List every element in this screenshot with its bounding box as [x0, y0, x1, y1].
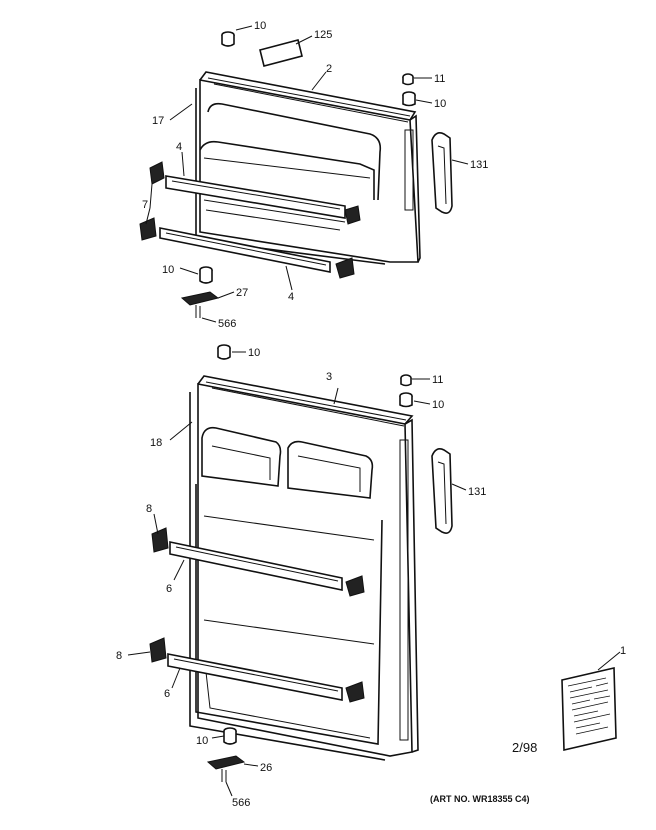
part-6-shelf-bar-lower [167, 653, 343, 701]
callout-1: 1 [620, 645, 626, 657]
callout-10: 10 [248, 347, 260, 359]
callout-17: 17 [152, 115, 164, 127]
part-1-literature-card [561, 667, 617, 751]
callout-4: 4 [288, 291, 294, 303]
art-number: (ART NO. WR18355 C4) [430, 794, 530, 804]
part-10-bushing-right-lower [399, 392, 413, 408]
part-10-pivot-bushing [221, 31, 235, 47]
leader-lines [127, 25, 621, 797]
callout-18: 18 [150, 437, 162, 449]
callout-27: 27 [236, 287, 248, 299]
callout-2: 2 [326, 63, 332, 75]
callout-125: 125 [314, 29, 332, 41]
callout-131: 131 [470, 159, 488, 171]
part-4-shelf-bar-upper [165, 175, 346, 219]
part-6-shelf-bar-upper [169, 541, 343, 591]
callout-11: 11 [434, 73, 445, 85]
callout-4: 4 [176, 141, 182, 153]
callout-3: 3 [326, 371, 332, 383]
part-26-hinge [206, 755, 246, 770]
part-8-retainer-lower [149, 637, 167, 663]
part-11-cap-lower [400, 374, 412, 387]
part-10-bushing-right [402, 91, 416, 107]
callout-10: 10 [196, 735, 208, 747]
part-27-hinge [180, 291, 220, 306]
date-code: 2/98 [512, 740, 537, 755]
callout-7: 7 [142, 199, 148, 211]
part-10-bottom-bushing [199, 266, 213, 284]
callout-6: 6 [166, 583, 172, 595]
part-8-retainer-upper [151, 527, 169, 553]
part-125-nameplate [259, 39, 303, 67]
callout-131: 131 [468, 486, 486, 498]
callout-10: 10 [432, 399, 444, 411]
callout-10: 10 [434, 98, 446, 110]
fresh-food-door-assembly [149, 344, 453, 782]
part-131-handle [431, 132, 453, 214]
callout-8: 8 [116, 650, 122, 662]
freezer-door-assembly [139, 31, 453, 318]
callout-6: 6 [164, 688, 170, 700]
callout-566: 566 [232, 797, 250, 809]
part-10-pivot-bushing-lower [217, 344, 231, 360]
part-10-bottom-bushing-lower [223, 727, 237, 745]
part-7-retainer-upper [149, 161, 165, 185]
part-131-handle-lower [431, 448, 453, 534]
callout-26: 26 [260, 762, 272, 774]
part-7-retainer-lower [139, 217, 157, 241]
callout-8: 8 [146, 503, 152, 515]
part-4-shelf-bar-lower [159, 227, 331, 273]
callout-10: 10 [254, 20, 266, 32]
callout-566: 566 [218, 318, 236, 330]
callout-labels: 10 125 2 11 10 17 131 4 7 10 4 27 566 10… [116, 20, 626, 809]
callout-10: 10 [162, 264, 174, 276]
part-11-cap [402, 73, 414, 86]
callout-11: 11 [432, 374, 443, 386]
